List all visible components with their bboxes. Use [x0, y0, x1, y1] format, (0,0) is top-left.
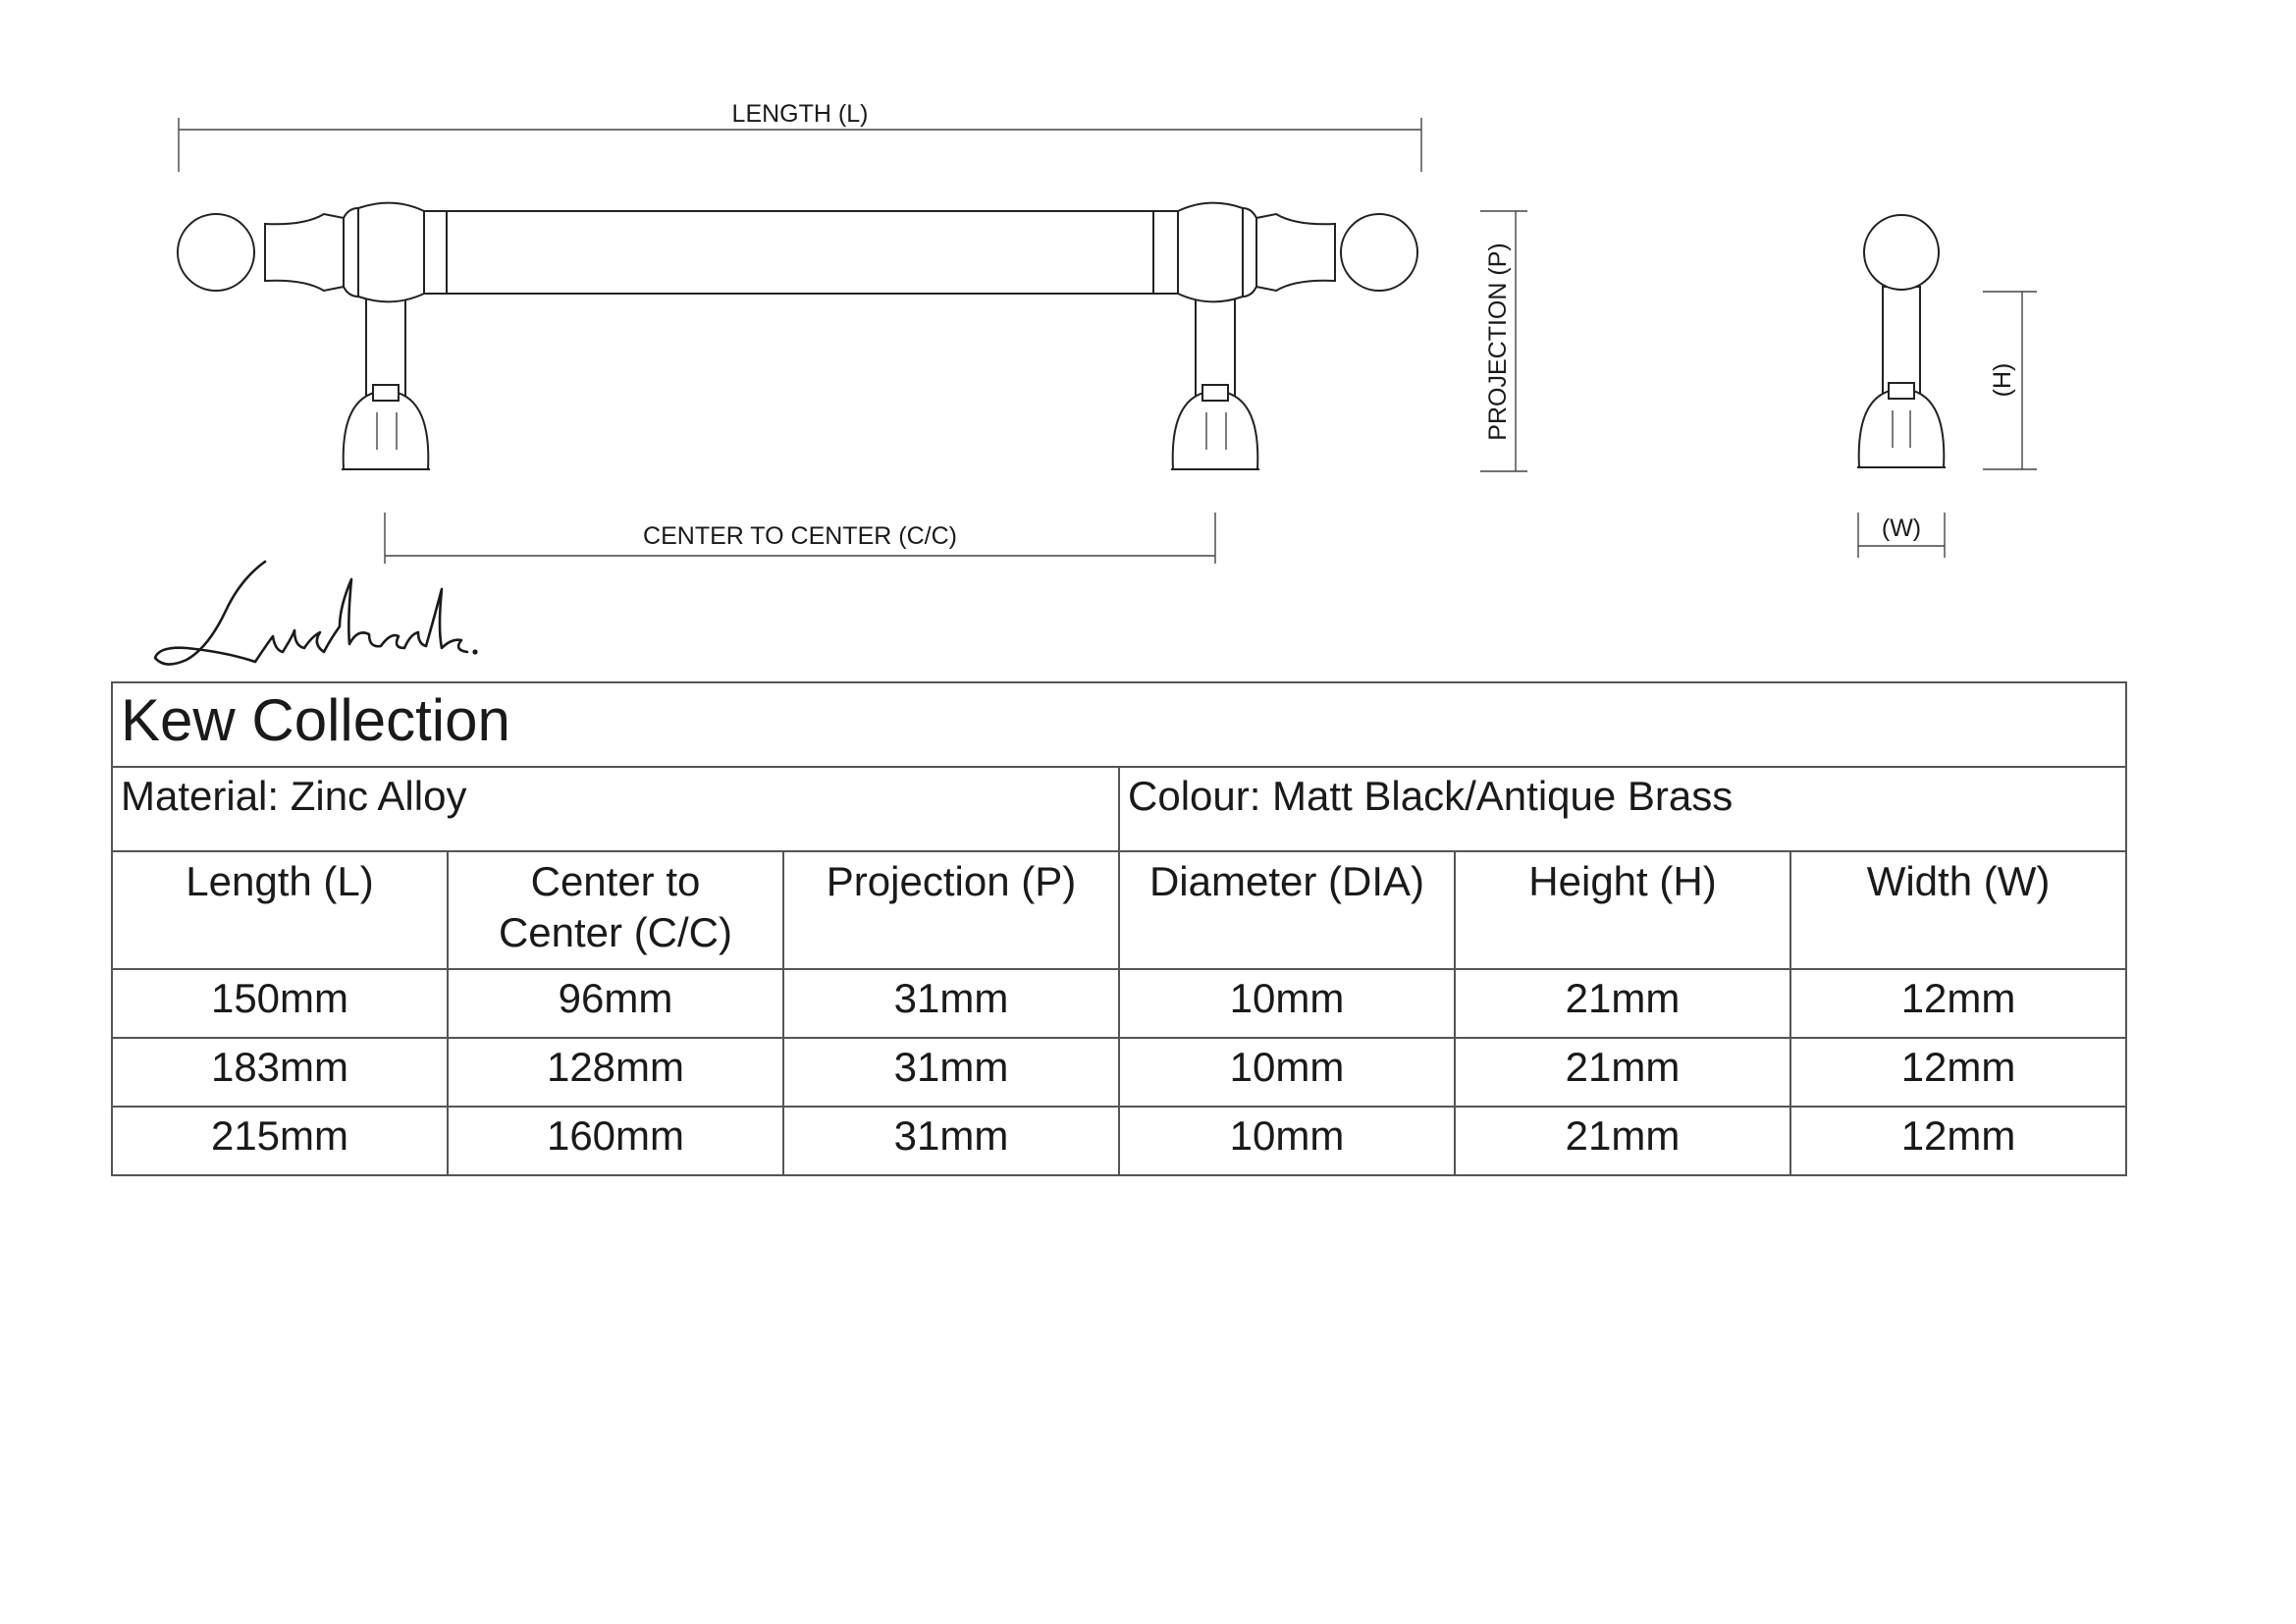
- cell-center-to-center: 128mm: [447, 1037, 784, 1108]
- cell-center-to-center: 160mm: [447, 1106, 784, 1176]
- height-dimension: (H): [1983, 291, 2037, 470]
- cell-length: 150mm: [111, 968, 449, 1039]
- header-row: Length (L) Center to Center (C/C) Projec…: [111, 850, 2128, 970]
- cell-center-to-center: 96mm: [447, 968, 784, 1039]
- cell-diameter: 10mm: [1118, 968, 1456, 1039]
- technical-drawing: LENGTH (L) CENTER TO: [177, 100, 2037, 564]
- cell-length: 215mm: [111, 1106, 449, 1176]
- projection-dimension: PROJECTION (P): [1480, 210, 1527, 472]
- cell-diameter: 10mm: [1118, 1037, 1456, 1108]
- cc-label: CENTER TO CENTER (C/C): [643, 522, 957, 550]
- cell-height: 21mm: [1454, 1037, 1791, 1108]
- cell-diameter: 10mm: [1118, 1106, 1456, 1176]
- cell-projection: 31mm: [782, 1106, 1120, 1176]
- cell-width: 12mm: [1789, 1106, 2128, 1176]
- height-label: (H): [1989, 363, 2016, 398]
- table-row: 215mm 160mm 31mm 10mm 21mm 12mm: [111, 1106, 2128, 1176]
- collection-title: Kew Collection: [110, 681, 2128, 768]
- meta-row: Material: Zinc Alloy Colour: Matt Black/…: [111, 766, 2128, 852]
- header-width: Width (W): [1789, 850, 2128, 970]
- header-center-to-center: Center to Center (C/C): [447, 850, 784, 970]
- width-label: (W): [1882, 514, 1921, 542]
- cell-width: 12mm: [1789, 1037, 2128, 1108]
- cell-height: 21mm: [1454, 968, 1791, 1039]
- cell-height: 21mm: [1454, 1106, 1791, 1176]
- header-height: Height (H): [1454, 850, 1791, 970]
- cc-dimension: CENTER TO CENTER (C/C): [384, 513, 1216, 564]
- length-dimension: LENGTH (L): [178, 100, 1422, 172]
- cell-width: 12mm: [1789, 968, 2128, 1039]
- table-row: 183mm 128mm 31mm 10mm 21mm 12mm: [111, 1037, 2128, 1108]
- handle-front-view: [177, 201, 1418, 470]
- header-length: Length (L): [111, 850, 449, 970]
- length-label: LENGTH (L): [732, 100, 869, 128]
- cell-projection: 31mm: [782, 1037, 1120, 1108]
- cell-projection: 31mm: [782, 968, 1120, 1039]
- colour-cell: Colour: Matt Black/Antique Brass: [1117, 766, 2128, 852]
- header-diameter: Diameter (DIA): [1118, 850, 1456, 970]
- cell-length: 183mm: [111, 1037, 449, 1108]
- material-cell: Material: Zinc Alloy: [111, 766, 1120, 852]
- title-row: Kew Collection: [110, 681, 2128, 768]
- table-row: 150mm 96mm 31mm 10mm 21mm 12mm: [111, 968, 2128, 1039]
- projection-label: PROJECTION (P): [1484, 243, 1512, 440]
- width-dimension: (W): [1857, 513, 1946, 558]
- brand-signature-logo: [153, 560, 478, 666]
- spec-table: Kew Collection Material: Zinc Alloy Colo…: [110, 681, 2128, 1176]
- header-projection: Projection (P): [782, 850, 1120, 970]
- handle-side-view: [1857, 214, 1946, 468]
